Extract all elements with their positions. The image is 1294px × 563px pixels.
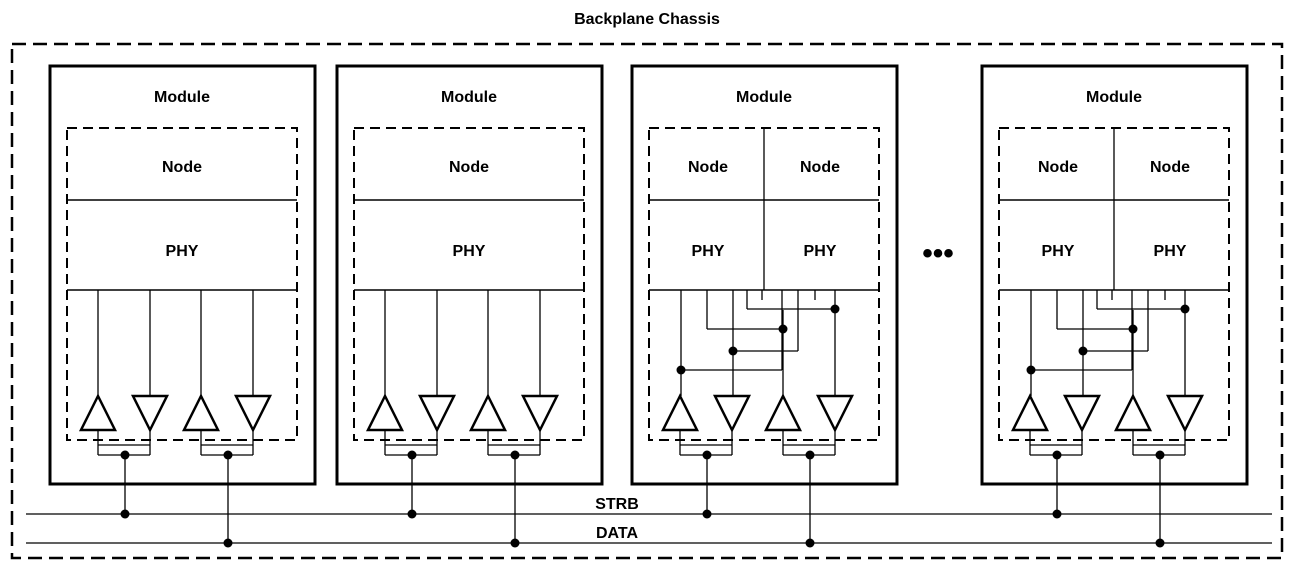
receiver-triangle	[712, 394, 752, 433]
junction-dot	[1078, 346, 1088, 356]
junction-dot	[830, 304, 840, 314]
module-frame	[48, 64, 317, 486]
node-label: Node	[1038, 159, 1078, 176]
strb-bus-dot	[407, 509, 417, 519]
node-label: Node	[162, 159, 202, 176]
junction-dot	[728, 346, 738, 356]
module-label: Module	[154, 89, 210, 106]
phy-label: PHY	[1154, 243, 1187, 260]
receiver-triangle	[130, 394, 170, 433]
junction-dot	[778, 324, 788, 334]
data-bus-dot	[510, 538, 520, 548]
module-label: Module	[1086, 89, 1142, 106]
phy-label: PHY	[692, 243, 725, 260]
data-label: DATA	[596, 525, 639, 542]
data-bus-dot	[223, 538, 233, 548]
node-label: Node	[688, 159, 728, 176]
receiver-triangle	[233, 394, 273, 433]
phy-label: PHY	[804, 243, 837, 260]
strb-bus-dot	[1052, 509, 1062, 519]
module-frame	[335, 64, 604, 486]
strb-tap-dot	[120, 450, 130, 460]
receiver-triangle	[520, 394, 560, 433]
junction-dot	[1128, 324, 1138, 334]
phy-label: PHY	[1042, 243, 1075, 260]
data-tap-dot	[805, 450, 815, 460]
junction-dot	[1026, 365, 1036, 375]
module-label: Module	[736, 89, 792, 106]
module-inner-frame	[66, 127, 298, 441]
module-inner-frame	[353, 127, 585, 441]
chassis-title: Backplane Chassis	[574, 11, 720, 28]
junction-dot	[1180, 304, 1190, 314]
data-tap-dot	[510, 450, 520, 460]
strb-bus-dot	[702, 509, 712, 519]
data-bus-dot	[1155, 538, 1165, 548]
receiver-triangle	[417, 394, 457, 433]
node-label: Node	[800, 159, 840, 176]
data-tap-dot	[223, 450, 233, 460]
module-label: Module	[441, 89, 497, 106]
phy-label: PHY	[166, 243, 199, 260]
chassis-frame	[10, 42, 1284, 560]
strb-label: STRB	[595, 496, 639, 513]
receiver-triangle	[1062, 394, 1102, 433]
data-tap-dot	[1155, 450, 1165, 460]
junction-dot	[676, 365, 686, 375]
receiver-triangle	[1165, 394, 1205, 433]
strb-tap-dot	[702, 450, 712, 460]
strb-tap-dot	[407, 450, 417, 460]
data-bus-dot	[805, 538, 815, 548]
strb-bus-dot	[120, 509, 130, 519]
more-modules-ellipsis: •••	[922, 237, 954, 270]
node-label: Node	[1150, 159, 1190, 176]
strb-tap-dot	[1052, 450, 1062, 460]
receiver-triangle	[815, 394, 855, 433]
phy-label: PHY	[453, 243, 486, 260]
node-label: Node	[449, 159, 489, 176]
